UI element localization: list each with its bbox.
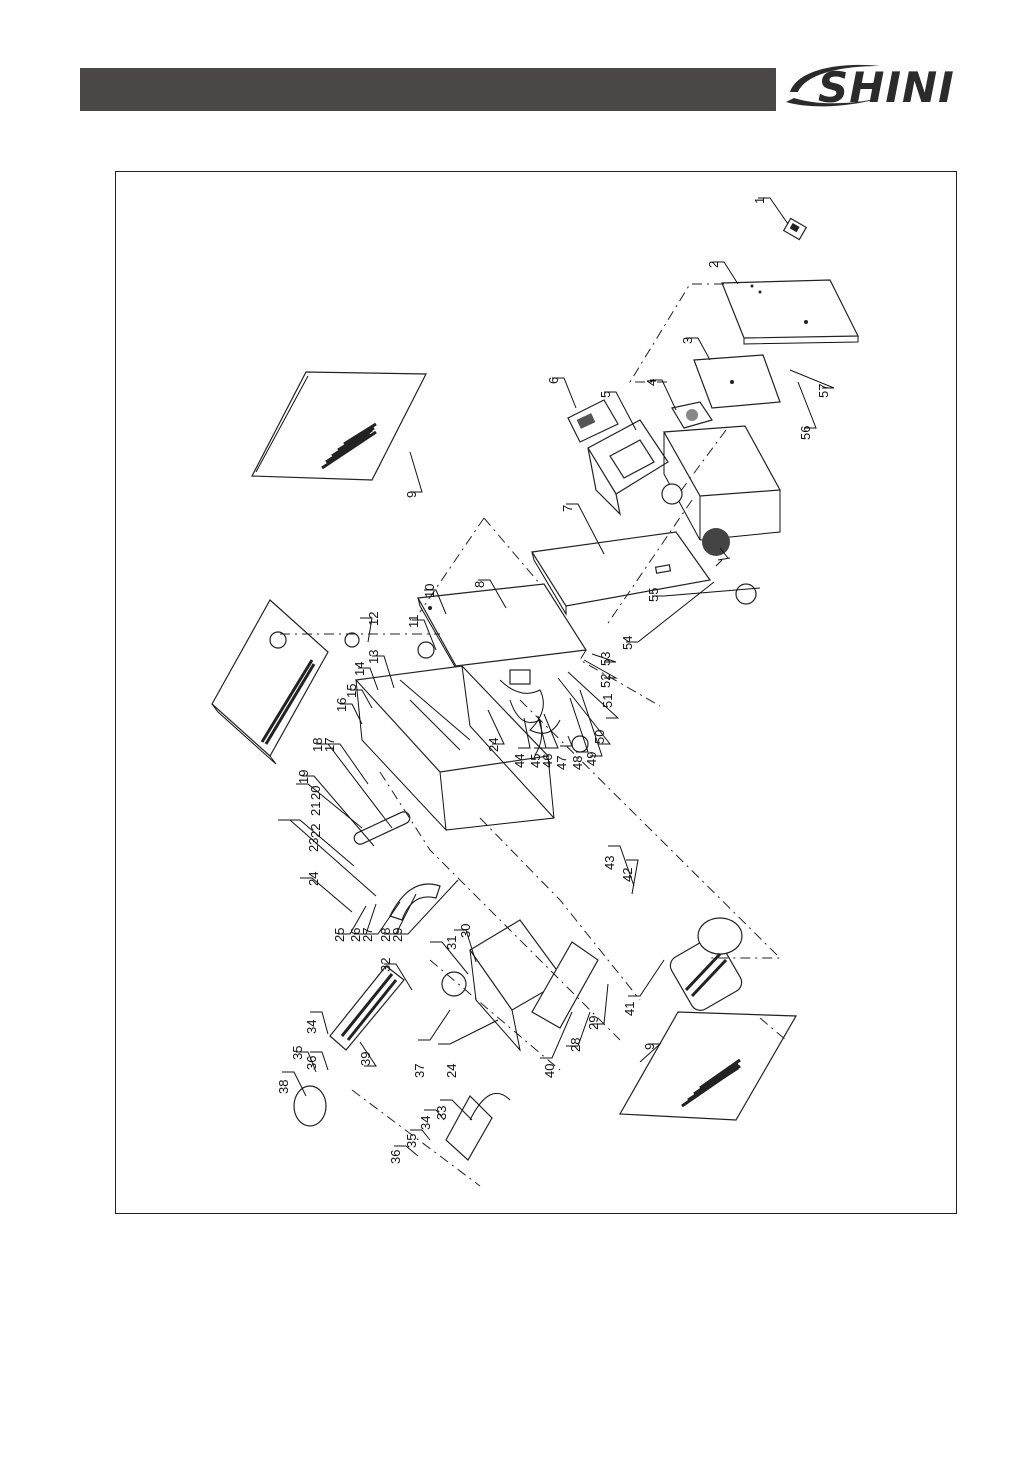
label-25: 25 [332, 928, 347, 942]
fan-assembly-lower [736, 584, 756, 604]
label-42: 42 [620, 868, 635, 882]
label-57: 57 [816, 384, 831, 398]
label-53: 53 [598, 652, 613, 666]
label-51: 51 [600, 694, 615, 708]
part-4-fan-grille [672, 402, 712, 428]
label-13: 13 [366, 650, 381, 664]
label-15: 15 [344, 684, 359, 698]
label-34-low: 34 [418, 1116, 433, 1130]
label-30: 30 [458, 924, 473, 938]
label-38: 38 [276, 1080, 291, 1094]
part-5-control-box [588, 420, 668, 514]
label-4: 4 [644, 379, 659, 386]
label-29-low: 29 [586, 1016, 601, 1030]
label-10: 10 [422, 584, 437, 598]
label-9-side: 9 [642, 1043, 657, 1050]
part-38-pipe-ring [294, 1086, 326, 1126]
label-49: 49 [584, 752, 599, 766]
label-31: 31 [444, 936, 459, 950]
label-6: 6 [546, 377, 561, 384]
label-35-top: 35 [290, 1046, 305, 1060]
label-28-low: 28 [568, 1038, 583, 1052]
part-7-mounting-plate [532, 532, 710, 614]
label-19: 19 [296, 770, 311, 784]
label-44: 44 [512, 754, 527, 768]
part-27-elbow-pipe [390, 884, 440, 920]
label-56: 56 [798, 426, 813, 440]
label-24-low: 24 [444, 1064, 459, 1078]
label-52: 52 [598, 674, 613, 688]
part-1-cable-gland [784, 218, 807, 239]
label-21: 21 [308, 802, 323, 816]
label-29-top: 29 [390, 928, 405, 942]
label-55: 55 [646, 588, 661, 602]
label-40: 40 [542, 1064, 557, 1078]
label-7: 7 [560, 505, 575, 512]
label-5: 5 [598, 391, 613, 398]
label-3: 3 [680, 337, 695, 344]
label-9-top: 9 [404, 491, 419, 498]
label-33: 33 [434, 1106, 449, 1120]
part-9-top-panel [252, 372, 426, 480]
fan-assembly-upper [702, 528, 730, 566]
label-27: 27 [360, 928, 375, 942]
label-36-top: 36 [304, 1056, 319, 1070]
label-16: 16 [334, 698, 349, 712]
label-14: 14 [352, 662, 367, 676]
label-48: 48 [570, 756, 585, 770]
part-2-side-cover [722, 280, 858, 344]
label-24-top: 24 [306, 872, 321, 886]
label-36-low: 36 [388, 1150, 403, 1164]
label-8: 8 [472, 581, 487, 588]
label-1: 1 [752, 197, 767, 204]
label-11: 11 [406, 615, 421, 629]
label-46: 46 [540, 754, 555, 768]
part-30-tank [442, 920, 564, 1050]
label-35-low: 35 [404, 1134, 419, 1148]
label-12: 12 [366, 612, 381, 626]
label-54: 54 [620, 636, 635, 650]
label-24-mid: 24 [486, 738, 501, 752]
label-37: 37 [412, 1064, 427, 1078]
label-18: 18 [310, 738, 325, 752]
part-3-panel [694, 355, 780, 408]
part-41-pump-motor [667, 918, 745, 1014]
label-43: 43 [602, 856, 617, 870]
label-20: 20 [308, 786, 323, 800]
label-39: 39 [358, 1052, 373, 1066]
label-34-top: 34 [304, 1020, 319, 1034]
label-23: 23 [306, 838, 321, 852]
label-41: 41 [622, 1002, 637, 1016]
part-9-side-panel [620, 1012, 796, 1120]
label-50: 50 [592, 730, 607, 744]
label-2: 2 [706, 261, 721, 268]
electric-box-housing [662, 426, 780, 540]
label-22: 22 [308, 824, 323, 838]
part-39-heater-plate [330, 966, 404, 1050]
label-47: 47 [554, 756, 569, 770]
label-32: 32 [378, 958, 393, 972]
